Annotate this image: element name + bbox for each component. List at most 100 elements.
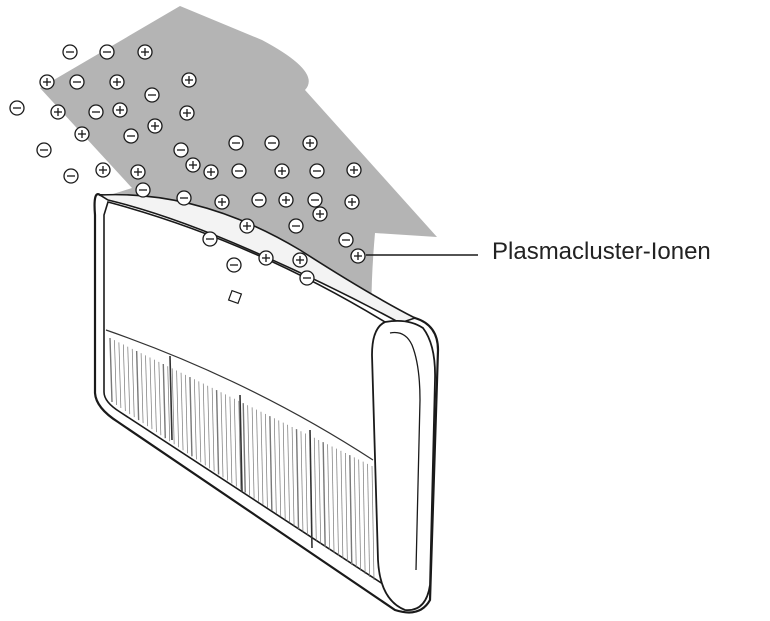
grille-slat xyxy=(194,379,197,460)
grille-slat xyxy=(202,383,206,466)
grille-slat xyxy=(371,465,375,581)
positive-ion-icon xyxy=(179,105,195,121)
unit-panel-divider xyxy=(105,329,374,461)
negative-ion-icon xyxy=(309,163,325,179)
grille-slat xyxy=(367,463,370,577)
grille-slat xyxy=(305,433,308,535)
grille-slat xyxy=(145,355,148,427)
grille-slat xyxy=(313,437,317,541)
ion-cloud xyxy=(9,44,366,286)
grille-slat xyxy=(242,403,246,493)
grille-slat xyxy=(189,377,193,457)
grille-slat xyxy=(180,372,184,451)
unit-logo-mark xyxy=(227,289,243,305)
grille-slat xyxy=(171,368,175,445)
unit-side-panel xyxy=(371,319,436,611)
negative-ion-icon xyxy=(264,135,280,151)
negative-ion-icon xyxy=(288,218,304,234)
grille-slat xyxy=(233,398,237,487)
grille-slat xyxy=(247,405,251,496)
grille-slat xyxy=(140,353,144,424)
grille-slat xyxy=(114,340,117,406)
grille-slat xyxy=(109,337,113,403)
grille-slat xyxy=(207,385,211,469)
grille-slat xyxy=(358,459,362,571)
ceiling-air-conditioner-icon xyxy=(93,193,440,614)
positive-ion-icon xyxy=(292,252,308,268)
grille-slat xyxy=(260,411,264,505)
grille-slat xyxy=(154,359,157,433)
grille-slat xyxy=(278,420,282,517)
positive-ion-icon xyxy=(50,104,66,120)
grille-slat xyxy=(256,409,259,502)
grille-slat xyxy=(353,457,357,568)
intake-grille xyxy=(109,337,375,581)
grille-slat xyxy=(345,452,348,562)
callout-label: Plasmacluster-Ionen xyxy=(492,238,711,265)
grille-slat xyxy=(162,364,166,439)
negative-ion-icon xyxy=(135,182,151,198)
grille-slat xyxy=(220,392,224,478)
grille-divider xyxy=(169,355,173,441)
negative-ion-icon xyxy=(36,142,52,158)
negative-ion-icon xyxy=(173,142,189,158)
negative-ion-icon xyxy=(299,270,315,286)
negative-ion-icon xyxy=(62,44,78,60)
grille-slat xyxy=(318,439,322,544)
negative-ion-icon xyxy=(338,232,354,248)
negative-ion-icon xyxy=(228,135,244,151)
grille-divider xyxy=(239,394,243,493)
negative-ion-icon xyxy=(144,87,160,103)
grille-slat xyxy=(167,366,171,442)
grille-slat xyxy=(131,348,135,418)
grille-slat xyxy=(127,346,131,415)
grille-slat xyxy=(122,344,126,412)
grille-slat xyxy=(291,426,295,526)
positive-ion-icon xyxy=(137,44,153,60)
positive-ion-icon xyxy=(278,192,294,208)
negative-ion-icon xyxy=(226,257,242,273)
negative-ion-icon xyxy=(231,163,247,179)
grille-slat xyxy=(287,424,290,523)
grille-slat xyxy=(295,429,300,529)
negative-ion-icon xyxy=(88,104,104,120)
positive-ion-icon xyxy=(109,74,125,90)
unit-side-edge xyxy=(389,331,421,571)
grille-slat xyxy=(322,442,326,547)
positive-ion-icon xyxy=(203,164,219,180)
grille-slat xyxy=(273,418,277,514)
grille-slat xyxy=(149,357,153,430)
grille-slat xyxy=(340,450,344,559)
negative-ion-icon xyxy=(99,44,115,60)
grille-slat xyxy=(265,413,268,508)
negative-ion-icon xyxy=(69,74,85,90)
grille-slat xyxy=(198,381,202,463)
positive-ion-icon xyxy=(39,74,55,90)
grille-slat xyxy=(176,370,179,448)
grille-slat xyxy=(238,400,242,490)
grille-slat xyxy=(211,387,215,472)
negative-ion-icon xyxy=(307,192,323,208)
positive-ion-icon xyxy=(214,194,230,210)
negative-ion-icon xyxy=(202,231,218,247)
positive-ion-icon xyxy=(239,218,255,234)
positive-ion-icon xyxy=(302,135,318,151)
negative-ion-icon xyxy=(9,100,25,116)
grille-slat xyxy=(251,407,255,499)
positive-ion-icon xyxy=(130,164,146,180)
positive-ion-icon xyxy=(312,206,328,222)
grille-slat xyxy=(300,431,304,532)
positive-ion-icon xyxy=(350,248,366,264)
grille-slat xyxy=(158,361,162,436)
grille-slat xyxy=(135,350,140,421)
grille-slat xyxy=(185,374,188,454)
grille-divider xyxy=(309,429,313,549)
positive-ion-icon xyxy=(258,250,274,266)
positive-ion-icon xyxy=(95,162,111,178)
positive-ion-icon xyxy=(344,194,360,210)
positive-ion-icon xyxy=(185,157,201,173)
grille-slat xyxy=(362,461,366,574)
positive-ion-icon xyxy=(112,102,128,118)
grille-slat xyxy=(349,455,353,565)
